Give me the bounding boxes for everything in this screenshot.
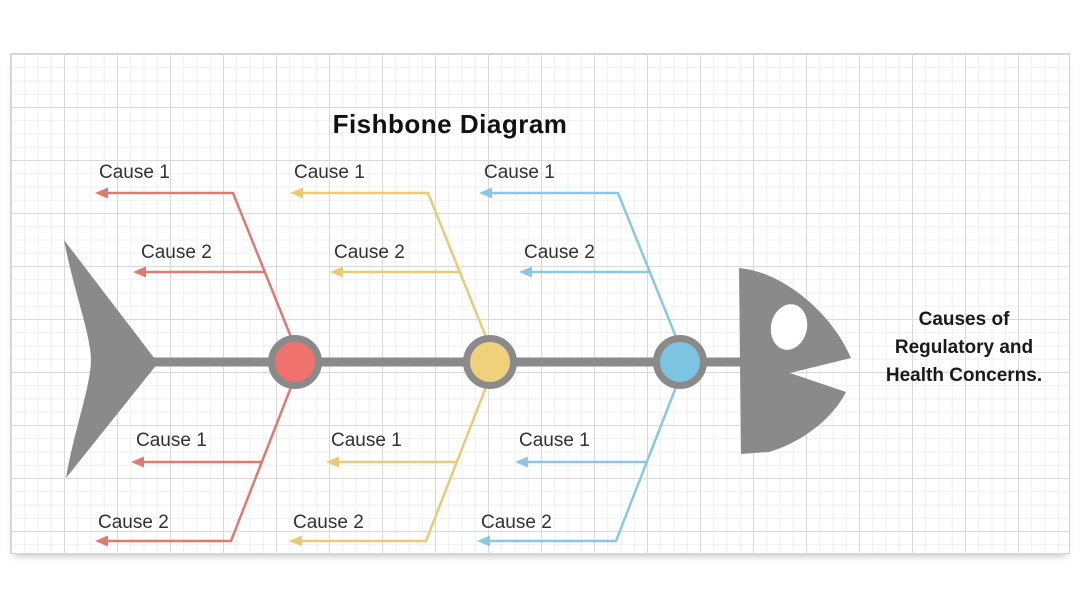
yellow-bottom-branch-arrowhead-icon [326, 456, 339, 468]
yellow-top-branch-arrowhead-icon [330, 266, 343, 278]
label-blue-top-cause2: Cause 2 [524, 242, 595, 263]
label-red-top-cause1: Cause 1 [99, 162, 170, 183]
label-blue-bottom-cause2: Cause 2 [481, 512, 552, 533]
blue-bottom-bones [477, 381, 680, 547]
red-top-bones [95, 187, 295, 343]
blue-bottom-branch-arrowhead-icon [515, 456, 528, 468]
label-red-bottom-cause1: Cause 1 [136, 430, 207, 451]
red-top-bone-line [108, 191, 295, 343]
yellow-bottom-arrowhead-icon [289, 535, 302, 547]
label-yellow-bottom-cause2: Cause 2 [293, 512, 364, 533]
red-bottom-branch-arrowhead-icon [131, 456, 144, 468]
yellow-top-arrowhead-icon [290, 187, 303, 199]
yellow-bottom-bones [289, 381, 490, 547]
blue-top-arrowhead-icon [479, 187, 492, 199]
node-blue [653, 335, 707, 389]
label-blue-bottom-cause1: Cause 1 [519, 430, 590, 451]
label-yellow-bottom-cause1: Cause 1 [331, 430, 402, 451]
red-bottom-bone-line [108, 381, 295, 543]
fish-head-shape [739, 268, 851, 454]
label-red-bottom-cause2: Cause 2 [98, 512, 169, 533]
label-red-top-cause2: Cause 2 [141, 242, 212, 263]
node-red [268, 335, 322, 389]
yellow-top-bone-line [303, 191, 490, 343]
blue-top-branch-arrowhead-icon [519, 266, 532, 278]
red-bottom-bones [95, 381, 295, 547]
red-bottom-arrowhead-icon [95, 535, 108, 547]
blue-bottom-arrowhead-icon [477, 535, 490, 547]
yellow-bottom-bone-line [302, 381, 490, 543]
node-yellow [463, 335, 517, 389]
fish-eye-icon [770, 304, 808, 350]
yellow-top-bones [290, 187, 490, 343]
diagram-grid-canvas [10, 53, 1070, 554]
diagram-title: Fishbone Diagram [332, 109, 568, 139]
red-top-arrowhead-icon [95, 187, 108, 199]
effect-statement: Causes of Regulatory and Health Concerns… [885, 309, 1043, 386]
label-blue-top-cause1: Cause 1 [484, 162, 555, 183]
blue-top-bone-line [492, 191, 680, 343]
red-top-branch-arrowhead-icon [133, 266, 146, 278]
blue-top-bones [479, 187, 680, 343]
fish-tail-shape [64, 240, 158, 478]
label-yellow-top-cause2: Cause 2 [334, 242, 405, 263]
blue-bottom-bone-line [490, 381, 680, 543]
label-yellow-top-cause1: Cause 1 [294, 162, 365, 183]
